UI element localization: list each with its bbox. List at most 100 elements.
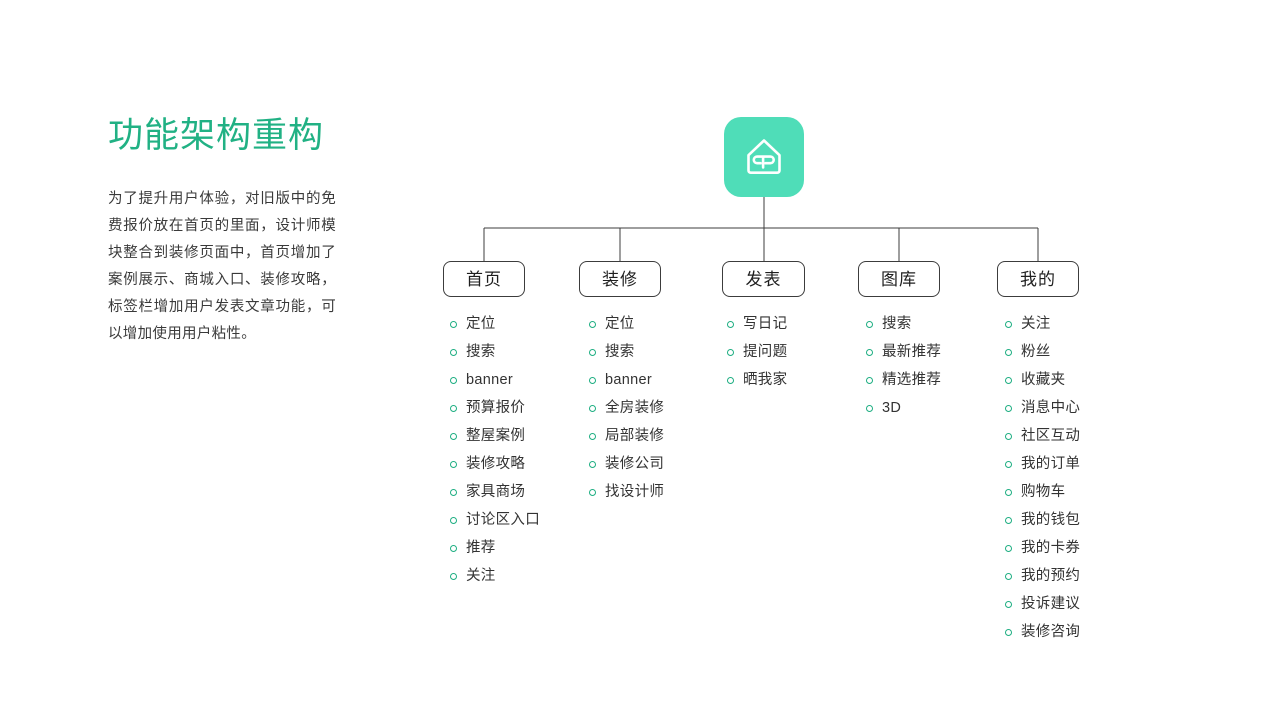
circle-bullet-icon xyxy=(1005,320,1012,328)
leaf-item[interactable]: 社区互动 xyxy=(1005,422,1140,450)
leaf-item[interactable]: 收藏夹 xyxy=(1005,366,1140,394)
leaf-item-label: 我的订单 xyxy=(1021,455,1081,472)
leaf-item-label: 搜索 xyxy=(466,343,496,360)
circle-bullet-icon xyxy=(727,320,734,328)
leaf-item-label: 定位 xyxy=(466,315,496,332)
circle-bullet-icon xyxy=(1005,600,1012,608)
leaf-list-1: 定位搜索 banner 全房装修局部装修装修公司找设计师 xyxy=(589,310,724,506)
node-label: 我的 xyxy=(1020,269,1056,289)
node-box-1[interactable]: 装修 xyxy=(579,261,661,297)
leaf-item-label: 精选推荐 xyxy=(882,371,942,388)
circle-bullet-icon xyxy=(450,488,457,496)
leaf-item[interactable]: 定位 xyxy=(589,310,724,338)
leaf-item[interactable]: 讨论区入口 xyxy=(450,506,585,534)
leaf-item[interactable]: 全房装修 xyxy=(589,394,724,422)
circle-bullet-icon xyxy=(589,488,596,496)
leaf-item-label: 关注 xyxy=(1021,315,1051,332)
leaf-item-label: 收藏夹 xyxy=(1021,371,1066,388)
leaf-item[interactable]: 关注 xyxy=(1005,310,1140,338)
leaf-item[interactable]: 装修咨询 xyxy=(1005,618,1140,646)
leaf-item-label: 消息中心 xyxy=(1021,399,1081,416)
leaf-item[interactable]: 找设计师 xyxy=(589,478,724,506)
leaf-item[interactable]: 晒我家 xyxy=(727,366,862,394)
node-box-4[interactable]: 我的 xyxy=(997,261,1079,297)
circle-bullet-icon xyxy=(1005,376,1012,384)
leaf-item[interactable]: 家具商场 xyxy=(450,478,585,506)
leaf-item-label: 整屋案例 xyxy=(466,427,526,444)
circle-bullet-icon xyxy=(450,320,457,328)
circle-bullet-icon xyxy=(450,432,457,440)
leaf-item-label: banner xyxy=(605,371,652,388)
circle-bullet-icon xyxy=(1005,404,1012,412)
circle-bullet-icon xyxy=(450,348,457,356)
leaf-item[interactable]: 投诉建议 xyxy=(1005,590,1140,618)
leaf-item[interactable]: 提问题 xyxy=(727,338,862,366)
leaf-item[interactable]: 装修公司 xyxy=(589,450,724,478)
circle-bullet-icon xyxy=(1005,432,1012,440)
leaf-item[interactable]: 3D xyxy=(866,394,1001,422)
leaf-item[interactable]: 搜索 xyxy=(866,310,1001,338)
circle-bullet-icon xyxy=(1005,628,1012,636)
leaf-item[interactable]: 购物车 xyxy=(1005,478,1140,506)
left-text-panel: 功能架构重构 为了提升用户体验，对旧版中的免费报价放在首页的里面，设计师模块整合… xyxy=(108,114,344,348)
node-label: 发表 xyxy=(745,269,782,289)
node-label: 装修 xyxy=(602,269,638,289)
leaf-item-label: 找设计师 xyxy=(605,483,665,500)
leaf-item[interactable]: 消息中心 xyxy=(1005,394,1140,422)
leaf-item[interactable]: 搜索 xyxy=(589,338,724,366)
circle-bullet-icon xyxy=(1005,488,1012,496)
leaf-item[interactable]: 整屋案例 xyxy=(450,422,585,450)
leaf-item-label: 我的预约 xyxy=(1021,567,1081,584)
leaf-item[interactable]: banner xyxy=(589,366,724,394)
leaf-item-label: 搜索 xyxy=(882,315,912,332)
node-box-3[interactable]: 图库 xyxy=(858,261,940,297)
leaf-item[interactable]: 最新推荐 xyxy=(866,338,1001,366)
leaf-item[interactable]: 我的订单 xyxy=(1005,450,1140,478)
circle-bullet-icon xyxy=(727,376,734,384)
leaf-item[interactable]: 粉丝 xyxy=(1005,338,1140,366)
leaf-item[interactable]: 预算报价 xyxy=(450,394,585,422)
leaf-item-label: banner xyxy=(466,371,513,388)
leaf-item-label: 写日记 xyxy=(743,315,788,332)
leaf-item[interactable]: 写日记 xyxy=(727,310,862,338)
circle-bullet-icon xyxy=(589,320,596,328)
leaf-item[interactable]: 精选推荐 xyxy=(866,366,1001,394)
leaf-item-label: 购物车 xyxy=(1021,483,1066,500)
leaf-list-4: 关注粉丝收藏夹消息中心社区互动我的订单购物车我的钱包我的卡券我的预约投诉建议装修… xyxy=(1005,310,1140,646)
leaf-item[interactable]: 推荐 xyxy=(450,534,585,562)
root-app-icon-node[interactable] xyxy=(724,117,804,197)
leaf-list-0: 定位搜索 banner 预算报价整屋案例装修攻略家具商场讨论区入口推荐关注 xyxy=(450,310,585,590)
leaf-item[interactable]: 关注 xyxy=(450,562,585,590)
leaf-item[interactable]: 我的卡券 xyxy=(1005,534,1140,562)
leaf-item-label: 定位 xyxy=(605,315,635,332)
leaf-item[interactable]: 定位 xyxy=(450,310,585,338)
leaf-item-label: 讨论区入口 xyxy=(466,511,540,528)
leaf-item[interactable]: 装修攻略 xyxy=(450,450,585,478)
leaf-item[interactable]: banner xyxy=(450,366,585,394)
circle-bullet-icon xyxy=(450,404,457,412)
page-description: 为了提升用户体验，对旧版中的免费报价放在首页的里面，设计师模块整合到装修页面中，… xyxy=(108,191,336,342)
leaf-item-label: 晒我家 xyxy=(743,371,788,388)
leaf-item[interactable]: 我的钱包 xyxy=(1005,506,1140,534)
leaf-item[interactable]: 我的预约 xyxy=(1005,562,1140,590)
leaf-item[interactable]: 局部装修 xyxy=(589,422,724,450)
leaf-item-label: 全房装修 xyxy=(605,399,665,416)
circle-bullet-icon xyxy=(1005,572,1012,580)
node-box-2[interactable]: 发表 xyxy=(722,261,805,297)
leaf-item-label: 搜索 xyxy=(605,343,635,360)
circle-bullet-icon xyxy=(450,376,457,384)
leaf-item[interactable]: 搜索 xyxy=(450,338,585,366)
leaf-item-label: 最新推荐 xyxy=(882,343,942,360)
leaf-item-label: 家具商场 xyxy=(466,483,526,500)
circle-bullet-icon xyxy=(450,572,457,580)
node-label: 图库 xyxy=(881,269,917,289)
circle-bullet-icon xyxy=(450,460,457,468)
node-box-0[interactable]: 首页 xyxy=(443,261,525,297)
circle-bullet-icon xyxy=(1005,460,1012,468)
node-label: 首页 xyxy=(466,269,502,289)
circle-bullet-icon xyxy=(727,348,734,356)
page-title: 功能架构重构 xyxy=(108,116,325,155)
leaf-item-label: 局部装修 xyxy=(605,427,665,444)
